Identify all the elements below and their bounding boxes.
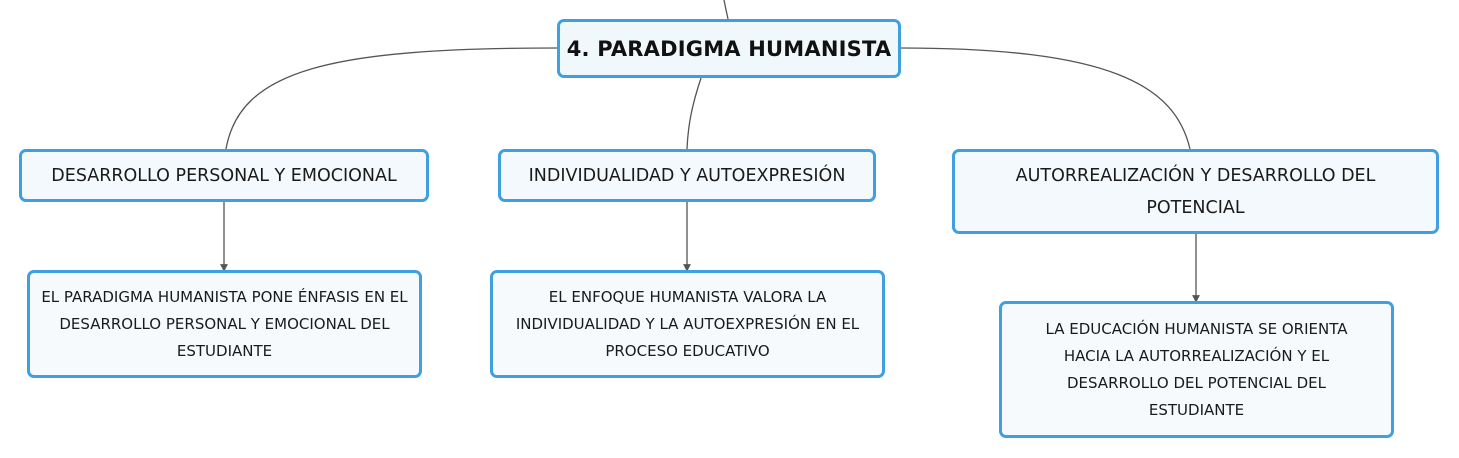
connector-root-to-branch-2 xyxy=(686,77,702,150)
branch-node-autorrealizacion[interactable]: AUTORREALIZACIÓN Y DESARROLLO DEL POTENC… xyxy=(952,149,1439,234)
branch-node-label: INDIVIDUALIDAD Y AUTOEXPRESIÓN xyxy=(528,165,846,186)
connector-parent-to-root xyxy=(723,0,729,20)
detail-node-individualidad[interactable]: EL ENFOQUE HUMANISTA VALORA LA INDIVIDUA… xyxy=(490,270,885,378)
detail-node-autorrealizacion[interactable]: LA EDUCACIÓN HUMANISTA SE ORIENTA HACIA … xyxy=(999,301,1394,438)
connector-root-to-branch-3 xyxy=(900,47,1191,150)
detail-node-desarrollo-personal[interactable]: EL PARADIGMA HUMANISTA PONE ÉNFASIS EN E… xyxy=(27,270,422,378)
detail-node-text: LA EDUCACIÓN HUMANISTA SE ORIENTA HACIA … xyxy=(1045,319,1348,419)
detail-node-text: EL ENFOQUE HUMANISTA VALORA LA INDIVIDUA… xyxy=(515,287,860,360)
branch-node-individualidad[interactable]: INDIVIDUALIDAD Y AUTOEXPRESIÓN xyxy=(498,149,876,202)
branch-node-label: DESARROLLO PERSONAL Y EMOCIONAL xyxy=(51,165,397,186)
root-node-label: 4. PARADIGMA HUMANISTA xyxy=(566,36,892,61)
connector-root-to-branch-1 xyxy=(225,47,558,150)
branch-node-label: AUTORREALIZACIÓN Y DESARROLLO DEL POTENC… xyxy=(1015,165,1376,218)
root-node[interactable]: 4. PARADIGMA HUMANISTA xyxy=(557,19,901,78)
branch-node-desarrollo-personal[interactable]: DESARROLLO PERSONAL Y EMOCIONAL xyxy=(19,149,429,202)
detail-node-text: EL PARADIGMA HUMANISTA PONE ÉNFASIS EN E… xyxy=(41,287,408,360)
